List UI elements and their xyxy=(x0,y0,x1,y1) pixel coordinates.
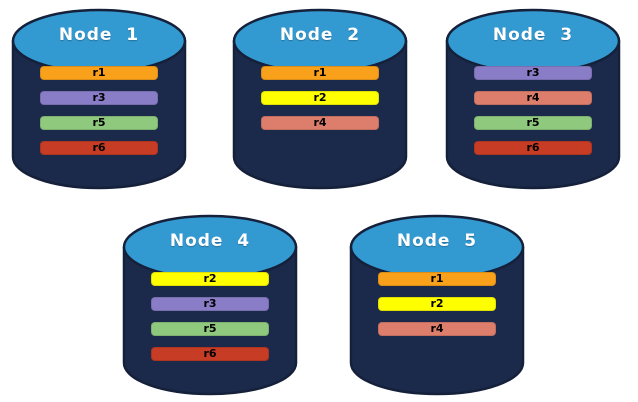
replica-bar-r5: r5 xyxy=(151,322,269,336)
replica-bar-r4: r4 xyxy=(378,322,496,336)
replica-bar-list: r3 r4 r5 r6 xyxy=(474,66,592,166)
replica-bar-list: r1 r2 r4 xyxy=(378,272,496,347)
replica-bar-r4: r4 xyxy=(474,91,592,105)
replica-bar-list: r1 r2 r4 xyxy=(261,66,379,141)
replica-bar-r2: r2 xyxy=(151,272,269,286)
node-title: Node 2 xyxy=(279,25,361,45)
replica-bar-r1: r1 xyxy=(261,66,379,80)
replica-bar-r5: r5 xyxy=(40,116,158,130)
database-node-4: Node 4 r2 r3 r5 r6 xyxy=(121,214,299,396)
replica-bar-r3: r3 xyxy=(151,297,269,311)
replica-bar-r5: r5 xyxy=(474,116,592,130)
replica-bar-r6: r6 xyxy=(151,347,269,361)
replica-bar-r2: r2 xyxy=(378,297,496,311)
replica-bar-r3: r3 xyxy=(40,91,158,105)
replica-bar-list: r2 r3 r5 r6 xyxy=(151,272,269,372)
replica-bar-r4: r4 xyxy=(261,116,379,130)
replica-bar-r6: r6 xyxy=(40,141,158,155)
replica-bar-list: r1 r3 r5 r6 xyxy=(40,66,158,166)
node-title: Node 1 xyxy=(58,25,140,45)
replica-bar-r6: r6 xyxy=(474,141,592,155)
node-title: Node 5 xyxy=(396,231,478,251)
node-title: Node 3 xyxy=(492,25,574,45)
replica-bar-r1: r1 xyxy=(40,66,158,80)
replica-bar-r3: r3 xyxy=(474,66,592,80)
replica-bar-r2: r2 xyxy=(261,91,379,105)
node-title: Node 4 xyxy=(169,231,251,251)
database-node-1: Node 1 r1 r3 r5 r6 xyxy=(10,8,188,190)
replica-bar-r1: r1 xyxy=(378,272,496,286)
database-node-2: Node 2 r1 r2 r4 xyxy=(231,8,409,190)
database-node-3: Node 3 r3 r4 r5 r6 xyxy=(444,8,622,190)
database-node-5: Node 5 r1 r2 r4 xyxy=(348,214,526,396)
